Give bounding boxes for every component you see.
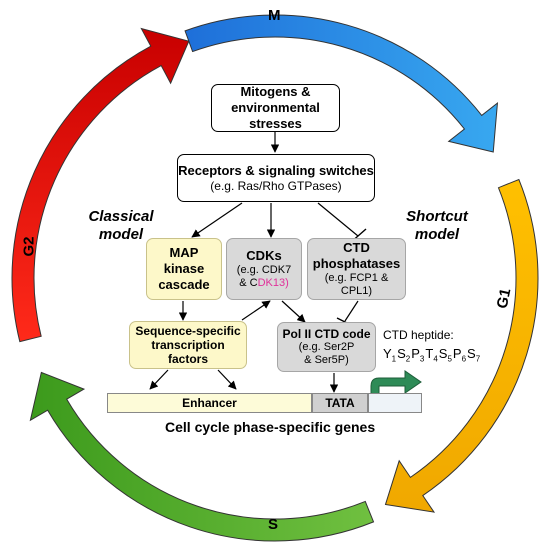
pol-ii-ctd-box: Pol II CTD code (e.g. Ser2P & Ser5P)	[277, 322, 376, 372]
enhancer-region: Enhancer	[107, 393, 312, 413]
cell-cycle-genes-title: Cell cycle phase-specific genes	[165, 419, 376, 435]
s-phase-arrow	[29, 371, 375, 542]
phase-label-m: M	[268, 7, 281, 24]
heptide-residue: T4	[425, 346, 438, 364]
heptide-residue: S7	[467, 346, 481, 364]
arrow-tf-to-cdks	[241, 300, 271, 321]
heptide-residue: P6	[452, 346, 467, 364]
ctd-phosphatases-box: CTD phosphatases (e.g. FCP1 & CPL1)	[307, 238, 406, 300]
arrow-tf-to-enhancer-right	[217, 369, 237, 390]
g2-phase-arrow	[11, 27, 190, 343]
arrow-cdks-to-polii	[281, 300, 306, 323]
heptide-residue: S5	[438, 346, 452, 364]
transcription-start-arrow	[370, 370, 422, 397]
heptide-residue: P3	[411, 346, 425, 364]
g1-phase-arrow	[384, 178, 539, 513]
inhibit-phosphatases-to-polii	[344, 300, 359, 322]
inhibit-receptors-to-phosphatases	[317, 202, 359, 237]
phase-label-s: S	[268, 516, 279, 533]
arrow-receptors-to-map	[191, 202, 243, 238]
receptors-box: Receptors & signaling switches (e.g. Ras…	[177, 154, 375, 202]
heptide-residue: S2	[397, 346, 411, 364]
arrow-tf-to-enhancer-left	[149, 369, 169, 390]
cdks-box: CDKs (e.g. CDK7 & CDK13)	[226, 238, 302, 300]
tata-box: TATA	[312, 393, 368, 413]
ctd-heptide-label: CTD heptide:	[383, 328, 454, 342]
gene-body	[368, 393, 422, 413]
m-phase-arrow	[184, 14, 499, 153]
heptide-residue: Y1	[383, 346, 397, 364]
ctd-heptide: CTD heptide: Y1S2P3T4S5P6S7	[383, 327, 481, 368]
ctd-heptide-sequence: Y1S2P3T4S5P6S7	[383, 346, 481, 368]
